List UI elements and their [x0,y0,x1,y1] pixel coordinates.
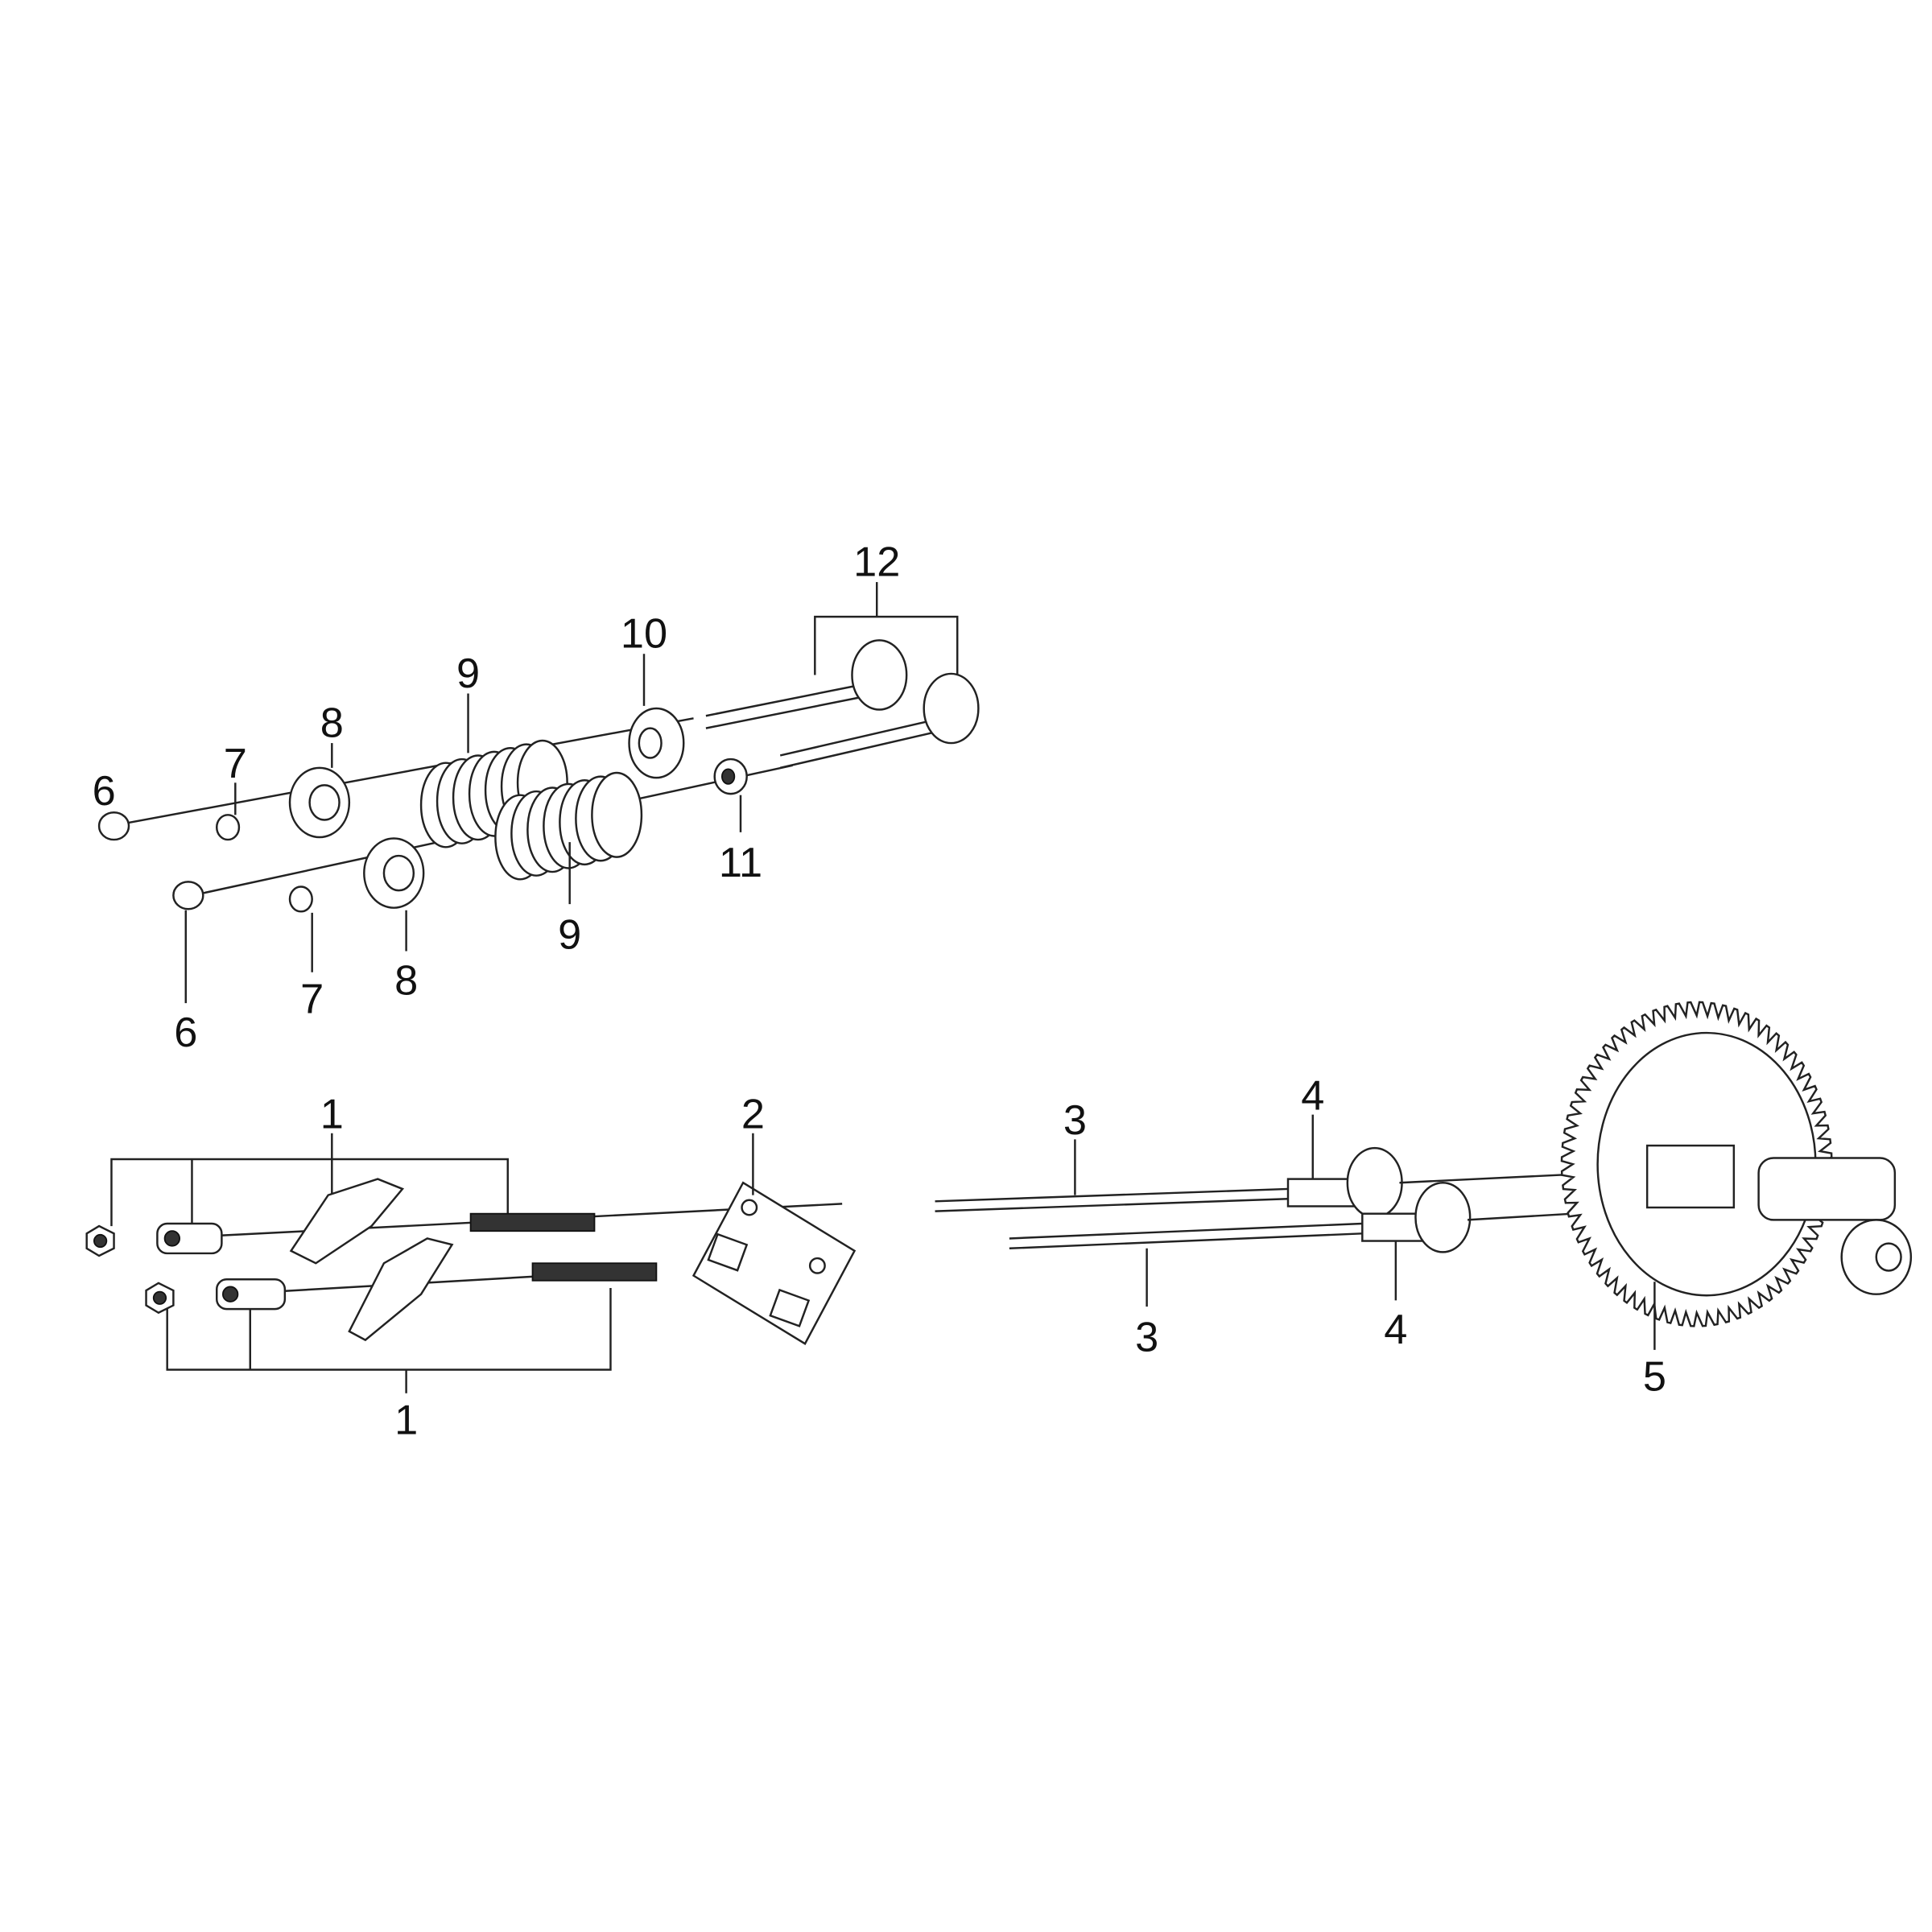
label-12: 12 [853,539,900,585]
tappet-4-upper [1286,1114,1403,1219]
label-7: 7 [300,976,324,1022]
pushrod-3-upper [935,1139,1289,1212]
valve-cap-6-upper [97,811,130,841]
spring-coil [591,771,643,858]
stem-seal-11 [713,758,748,832]
valve-assembly [97,582,980,1004]
bracket-12 [814,615,959,675]
spring-retainer-8-upper [288,743,351,839]
label-3: 3 [1135,1314,1158,1360]
bracket-1-upper [110,1158,509,1227]
label-10: 10 [621,611,667,658]
pushrod-3-lower [1009,1222,1363,1307]
valve-springs-9 [419,739,643,881]
label-4: 4 [1301,1072,1324,1119]
callout-labels: 12 10 9 8 7 6 11 9 8 7 6 1 2 3 4 3 4 5 1 [93,539,1666,1443]
label-7: 7 [224,741,247,787]
spring-retainer-8-lower [363,837,425,952]
label-5: 5 [1643,1354,1666,1401]
label-1: 1 [394,1397,418,1444]
pivot-nut [216,1278,287,1311]
label-2: 2 [741,1092,765,1138]
centrifugal-weight [1645,1144,1736,1209]
label-1: 1 [320,1092,344,1138]
rocker-stud-upper [469,1212,596,1232]
label-6: 6 [174,1009,197,1056]
camshaft-assembly [935,1001,1913,1350]
rocker-stud-lower [531,1262,658,1282]
camshaft-gear-5 [1560,1001,1913,1350]
valve-cap-6-lower [172,881,204,1004]
pushrod-guide-plate-2 [691,1133,857,1345]
label-6: 6 [93,768,116,815]
valve-12-lower [779,672,980,770]
label-9: 9 [456,650,480,697]
tappet-4-lower [1361,1182,1472,1301]
label-8: 8 [394,957,418,1004]
valve-cotter-7-lower [288,886,313,972]
rocker-assembly [85,1133,857,1393]
rocker-arm-upper [289,1178,405,1265]
label-8: 8 [320,700,344,746]
rocker-arm-lower [348,1237,454,1342]
label-3: 3 [1063,1097,1087,1144]
valve-12-upper [705,639,908,729]
valve-cotter-7-upper [216,782,241,841]
label-9: 9 [558,911,581,958]
label-11: 11 [719,840,762,886]
bracket-1-lower [166,1288,612,1371]
label-4: 4 [1384,1307,1407,1353]
valve-seat-washer-10 [628,654,685,779]
